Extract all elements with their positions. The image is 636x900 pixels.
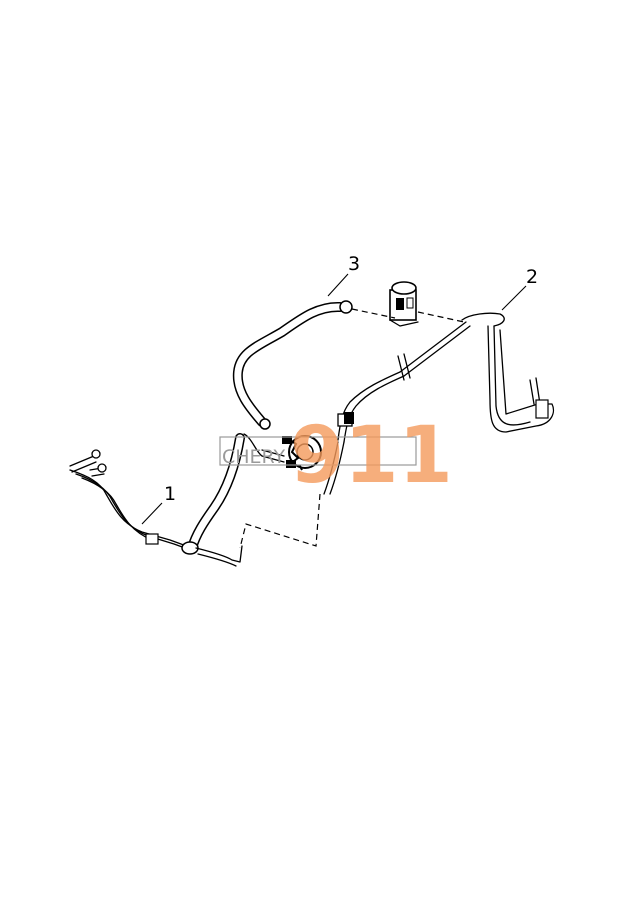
part-1-feed-pipe <box>69 433 263 567</box>
watermark-number: 911 <box>290 411 453 501</box>
leader-line-3 <box>327 273 349 297</box>
callout-3: 3 <box>348 253 360 275</box>
part-2-pressure-pipe <box>323 312 555 495</box>
callout-1: 1 <box>164 483 176 505</box>
callout-2: 2 <box>526 266 538 288</box>
reservoir-bracket <box>389 281 419 327</box>
watermark: CHERY 911 <box>219 411 453 501</box>
leader-line-2 <box>501 285 527 311</box>
alignment-dash-bottom <box>239 493 321 549</box>
steering-pump <box>261 435 322 471</box>
watermark-text: CHERY <box>222 446 286 468</box>
alignment-dash-top <box>351 308 465 323</box>
part-3-suction-hose <box>232 300 353 430</box>
leader-line-1 <box>141 502 163 525</box>
